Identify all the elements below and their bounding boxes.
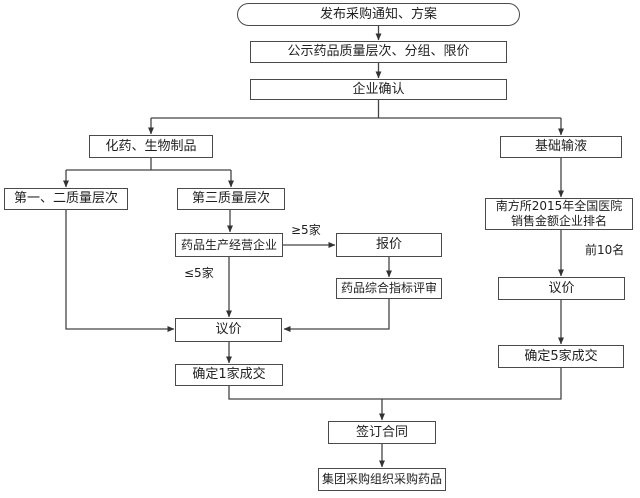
edge-confirm-split (151, 100, 561, 119)
edge-deal5-junction (382, 368, 562, 400)
node-chemical-biological-products: 化药、生物制品 (89, 135, 213, 158)
edge-label-le-5-firms: ≤5家 (184, 266, 214, 280)
node-enterprise-confirmation: 企业确认 (250, 79, 507, 100)
node-group-purchase-drugs: 集团采购组织采购药品 (318, 468, 446, 491)
edge-tier12-negotiate (65, 210, 175, 332)
node-sign-contract: 签订合同 (328, 421, 436, 444)
node-quotation: 报价 (336, 233, 442, 257)
node-drug-production-enterprises: 药品生产经营企业 (175, 233, 283, 257)
node-publicize-quality-levels: 公示药品质量层次、分组、限价 (250, 41, 507, 63)
edge-review-negotiate (283, 299, 390, 332)
node-price-negotiation-right: 议价 (498, 277, 625, 300)
node-price-negotiation-left: 议价 (175, 318, 282, 342)
node-confirm-one-winner: 确定1家成交 (175, 364, 283, 386)
edge-chem-split (66, 158, 231, 171)
edge-deal1-junction (228, 386, 382, 400)
node-sales-ranking-2015: 南方所2015年全国医院销售金额企业排名 (485, 198, 633, 230)
node-first-second-quality-level: 第一、二质量层次 (4, 188, 128, 210)
node-confirm-five-winners: 确定5家成交 (498, 345, 624, 368)
node-publish-notice: 发布采购通知、方案 (237, 3, 520, 26)
node-comprehensive-index-review: 药品综合指标评审 (336, 278, 442, 299)
edge-label-top-10: 前10名 (585, 243, 625, 257)
node-third-quality-level: 第三质量层次 (177, 188, 285, 210)
edge-label-ge-5-firms: ≥5家 (291, 223, 321, 237)
node-basic-infusion: 基础输液 (500, 136, 622, 158)
